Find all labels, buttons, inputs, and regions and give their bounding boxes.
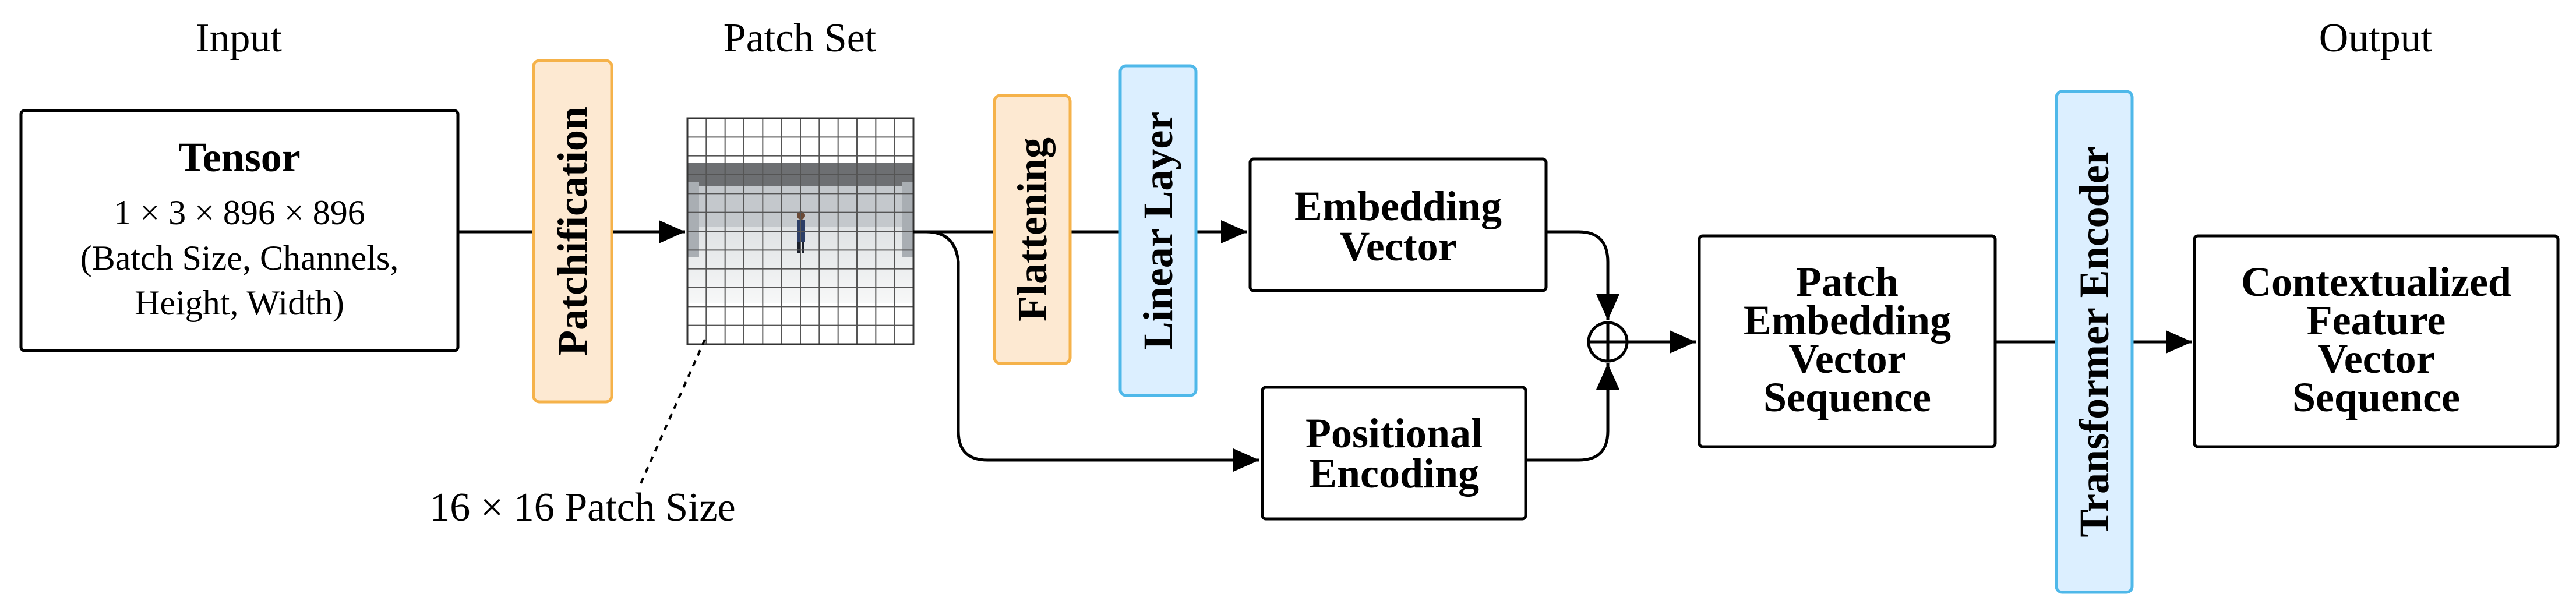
output-heading: Output	[2319, 16, 2433, 61]
contextualized-line2: Feature	[2307, 297, 2446, 344]
input-heading: Input	[196, 16, 282, 61]
arrow-positional-to-adder	[1526, 363, 1619, 462]
tensor-dims: 1 × 3 × 896 × 896	[114, 193, 365, 232]
linear-layer-box: Linear Layer	[1118, 64, 1198, 397]
patchification-box: Patchification	[532, 59, 613, 404]
patchification-label: Patchification	[549, 107, 596, 356]
patch-set-heading: Patch Set	[724, 16, 877, 61]
contextualized-box: Contextualized Feature Vector Sequence	[2193, 234, 2560, 448]
tensor-desc-line2: Height, Width)	[135, 284, 344, 322]
tensor-desc-line1: (Batch Size, Channels,	[80, 239, 399, 277]
patch-size-pointer	[640, 339, 706, 484]
patch-embedding-box: Patch Embedding Vector Sequence	[1698, 234, 1997, 448]
flattening-box: Flattening	[993, 94, 1072, 365]
flattening-label: Flattening	[1009, 137, 1056, 321]
arrow-embedding-to-adder	[1546, 230, 1619, 320]
tensor-title: Tensor	[178, 134, 300, 181]
transformer-encoder-box: Transformer Encoder	[2055, 90, 2134, 594]
patch-embedding-line2: Embedding	[1744, 297, 1951, 344]
tensor-box: Tensor 1 × 3 × 896 × 896 (Batch Size, Ch…	[19, 109, 460, 352]
embedding-vector-line2: Vector	[1339, 223, 1456, 270]
patch-embedding-line4: Sequence	[1763, 374, 1931, 420]
patch-grid	[687, 118, 913, 344]
embedding-vector-line1: Embedding	[1294, 183, 1502, 229]
linear-layer-label: Linear Layer	[1135, 112, 1181, 350]
arrow-patches-to-positional	[926, 230, 1259, 472]
patch-set-image	[686, 117, 915, 345]
contextualized-line3: Vector	[2317, 335, 2434, 382]
transformer-encoder-label: Transformer Encoder	[2071, 146, 2118, 537]
positional-encoding-line2: Encoding	[1309, 450, 1479, 497]
add-operator-icon	[1587, 321, 1629, 363]
patch-size-label: 16 × 16 Patch Size	[429, 485, 736, 530]
positional-encoding-line1: Positional	[1305, 410, 1483, 457]
contextualized-line1: Contextualized	[2241, 259, 2511, 305]
patch-embedding-line3: Vector	[1788, 335, 1905, 382]
embedding-vector-box: Embedding Vector	[1248, 157, 1548, 292]
positional-encoding-box: Positional Encoding	[1261, 386, 1527, 521]
patch-embedding-line1: Patch	[1796, 259, 1899, 305]
contextualized-line4: Sequence	[2292, 374, 2460, 420]
